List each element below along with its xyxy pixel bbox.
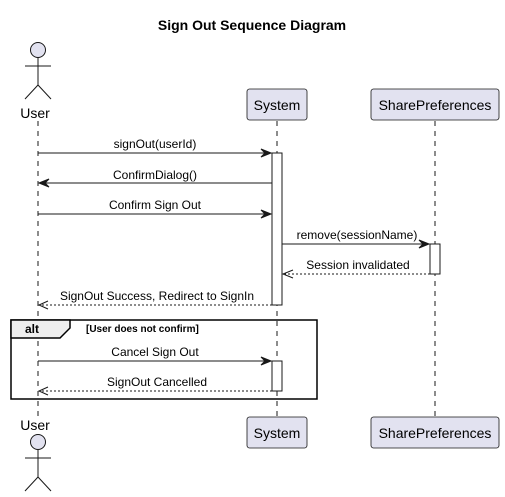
message-label-signout: signOut(userId) xyxy=(114,137,197,151)
fragment-alt-guard: [User does not confirm] xyxy=(86,324,199,335)
fragment-alt-keyword: alt xyxy=(25,322,39,336)
message-label-confirm-dialog: ConfirmDialog() xyxy=(113,168,197,182)
activation-system-main xyxy=(271,152,283,306)
activation-system-alt xyxy=(271,360,283,392)
participant-prefs-label-bottom: SharePreferences xyxy=(379,425,492,441)
fragment-alt-tab xyxy=(10,319,71,339)
participant-system-box-top xyxy=(246,88,308,121)
participant-user-label-bottom: User xyxy=(20,417,50,433)
arrowhead-session-invalidated xyxy=(281,269,294,279)
actor-user-bottom-icon xyxy=(24,434,52,492)
fragment-alt-frame xyxy=(10,319,318,400)
arrowhead-signout-success xyxy=(37,300,49,310)
participant-system-box-bottom xyxy=(246,416,308,449)
arrowhead-cancel-signout xyxy=(260,356,273,366)
arrowhead-remove xyxy=(418,239,431,249)
participant-user-label-top: User xyxy=(20,105,50,121)
actor-user-top-icon xyxy=(24,42,52,100)
message-label-confirm-signout: Confirm Sign Out xyxy=(109,198,202,212)
participant-system-label-bottom: System xyxy=(254,425,301,441)
participant-prefs-label-top: SharePreferences xyxy=(379,97,492,113)
message-label-cancel-signout: Cancel Sign Out xyxy=(111,345,199,359)
message-label-signout-cancelled: SignOut Cancelled xyxy=(107,375,207,389)
activation-prefs xyxy=(429,243,441,275)
participant-system-label-top: System xyxy=(254,97,301,113)
message-label-remove: remove(sessionName) xyxy=(297,228,418,242)
participant-prefs-box-top xyxy=(370,88,500,121)
diagram-title: Sign Out Sequence Diagram xyxy=(158,17,346,33)
arrowhead-confirm-signout xyxy=(260,209,273,219)
arrowhead-signout-cancelled xyxy=(37,386,49,396)
message-label-session-invalidated: Session invalidated xyxy=(306,258,409,272)
arrowhead-confirm-dialog xyxy=(37,178,50,188)
participant-prefs-box-bottom xyxy=(370,416,500,449)
message-label-signout-success: SignOut Success, Redirect to SignIn xyxy=(60,289,254,303)
arrowhead-signout xyxy=(260,148,273,158)
